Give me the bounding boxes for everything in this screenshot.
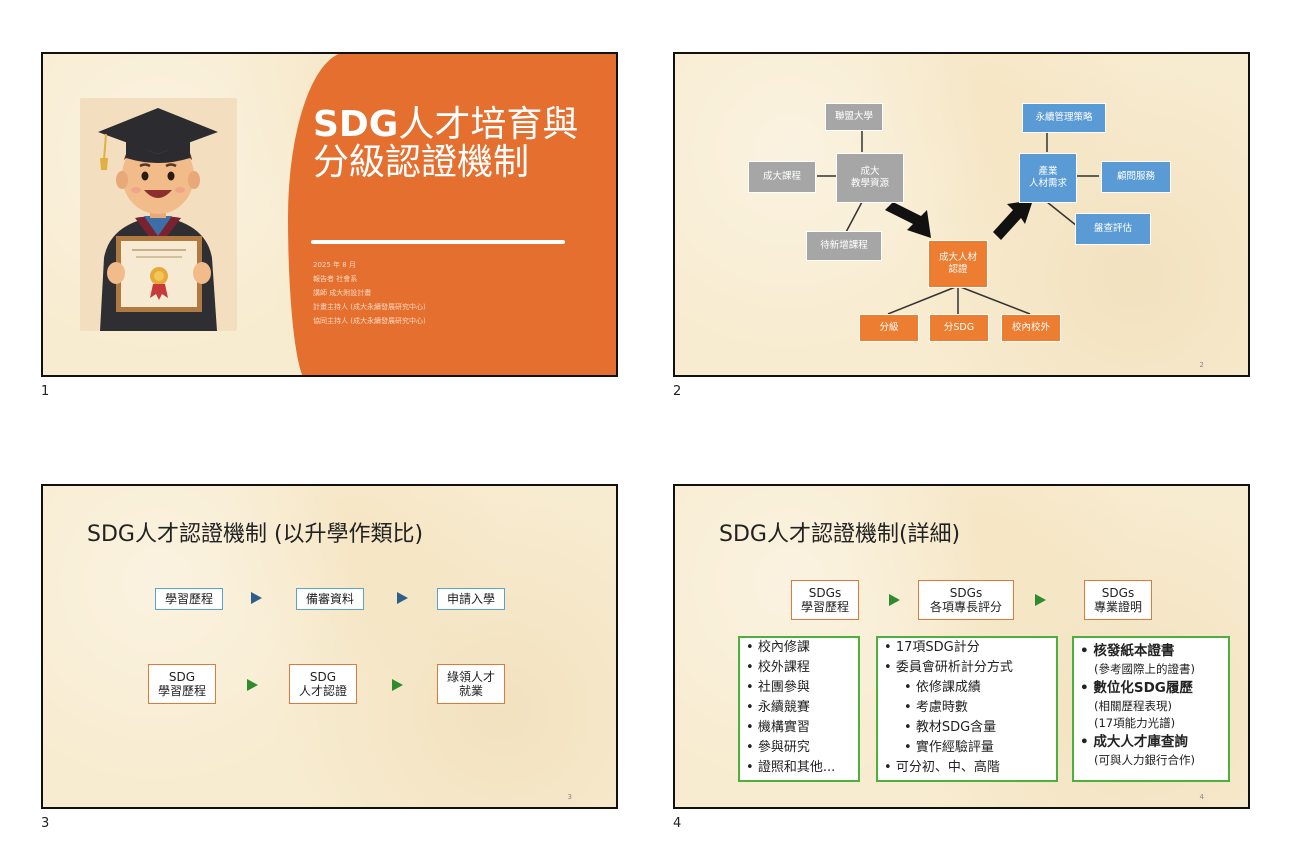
presenter-info: 2025 年 8 月 報告者 社會系 講師 成大附設計畫 計畫主持人 (成大永續… (313, 258, 426, 328)
flow-box: 綠領人才就業 (437, 664, 505, 704)
list-item: • 校外課程 (746, 660, 810, 675)
list-item: • 成大人才庫查詢 (1080, 734, 1188, 750)
page-number: 4 (1199, 793, 1204, 801)
list-item: • 社團參與 (746, 680, 810, 695)
list-item: • 參與研究 (746, 740, 810, 755)
list-item: • 可分初、中、高階 (884, 760, 1000, 775)
slide-title: SDG人才認證機制(詳細) (719, 522, 961, 547)
slide-title: SDG人才認證機制 (以升學作類比) (87, 522, 424, 547)
node-level: 分級 (859, 314, 919, 342)
list-item: • 校內修課 (746, 640, 810, 655)
list-item: • 教材SDG含量 (904, 720, 997, 735)
slide-title: SDG人才培育與分級認證機制 (313, 104, 579, 183)
list-note: (相關歷程表現) (1094, 699, 1172, 713)
list-item: • 17項SDG計分 (884, 640, 980, 655)
connector-lines (817, 129, 1099, 315)
arrow-icon (397, 592, 408, 604)
list-item: • 證照和其他... (746, 760, 836, 775)
list-item: • 依修課成績 (904, 680, 981, 695)
flow-box: 學習歷程 (155, 588, 223, 610)
meta-line: 講師 成大附設計畫 (313, 289, 372, 297)
list-item: • 機構實習 (746, 720, 810, 735)
meta-line: 協同主持人 (成大永續發展研究中心) (313, 317, 426, 325)
page-number: 3 (567, 793, 572, 801)
learning-items-box: • 校內修課 • 校外課程 • 社團參與 • 永續競賽 • 機構實習 • 參與研… (738, 636, 860, 782)
arrow-icon (392, 679, 403, 691)
node-audit: 盤查評估 (1075, 213, 1151, 245)
list-note: (參考國際上的證書) (1094, 662, 1195, 676)
node-alliance: 聯盟大學 (825, 103, 883, 131)
flow-box: 備審資料 (296, 588, 364, 610)
node-sdg: 分SDG (929, 314, 989, 342)
list-item: • 考慮時數 (904, 700, 968, 715)
slide-2[interactable]: 聯盟大學 成大課程 成大教學資源 待新增課程 永續管理策略 產業人材需求 顧問服… (673, 52, 1250, 377)
scoring-items-box: • 17項SDG計分 • 委員會研析計分方式 • 依修課成績 • 考慮時數 • … (876, 636, 1058, 782)
node-sustain: 永續管理策略 (1022, 103, 1106, 133)
arrow-icon (247, 679, 258, 691)
list-item: • 永續競賽 (746, 700, 810, 715)
arrow-icon (889, 594, 900, 606)
arrow-icon (993, 200, 1033, 240)
node-industry: 產業人材需求 (1019, 153, 1077, 203)
list-item: • 委員會研析計分方式 (884, 660, 1013, 675)
title-panel (288, 54, 616, 375)
slide-number: 1 (41, 384, 50, 399)
list-note: (可與人力銀行合作) (1094, 753, 1195, 767)
node-ncku-resources: 成大教學資源 (836, 153, 904, 203)
list-note: (17項能力光譜) (1094, 716, 1176, 730)
list-item: • 核發紙本證書 (1080, 643, 1175, 659)
flow-box: 申請入學 (437, 588, 505, 610)
slide-number: 2 (673, 384, 682, 399)
slide-number: 3 (41, 816, 50, 831)
certificate-items-box: • 核發紙本證書 (參考國際上的證書) • 數位化SDG履歷 (相關歷程表現) … (1072, 636, 1230, 782)
arrow-icon (251, 592, 262, 604)
node-cert: 成大人材認證 (928, 240, 988, 288)
node-inout: 校內校外 (1001, 314, 1061, 342)
graduate-illustration (80, 98, 237, 331)
node-ncku-courses: 成大課程 (748, 161, 816, 193)
page-number: 2 (1199, 361, 1204, 369)
arrow-icon (1035, 594, 1046, 606)
meta-line: 報告者 社會系 (313, 275, 358, 283)
node-consult: 顧問服務 (1101, 161, 1171, 193)
list-item: • 數位化SDG履歷 (1080, 680, 1193, 696)
title-underline (311, 240, 565, 244)
slide-1[interactable]: SDG人才培育與分級認證機制 2025 年 8 月 報告者 社會系 講師 成大附… (41, 52, 618, 377)
meta-line: 2025 年 8 月 (313, 261, 356, 269)
node-new-courses: 待新增課程 (806, 231, 882, 261)
arrow-icon (885, 202, 931, 238)
list-item: • 實作經驗評量 (904, 740, 994, 755)
slide-number: 4 (673, 816, 682, 831)
meta-line: 計畫主持人 (成大永續發展研究中心) (313, 303, 426, 311)
